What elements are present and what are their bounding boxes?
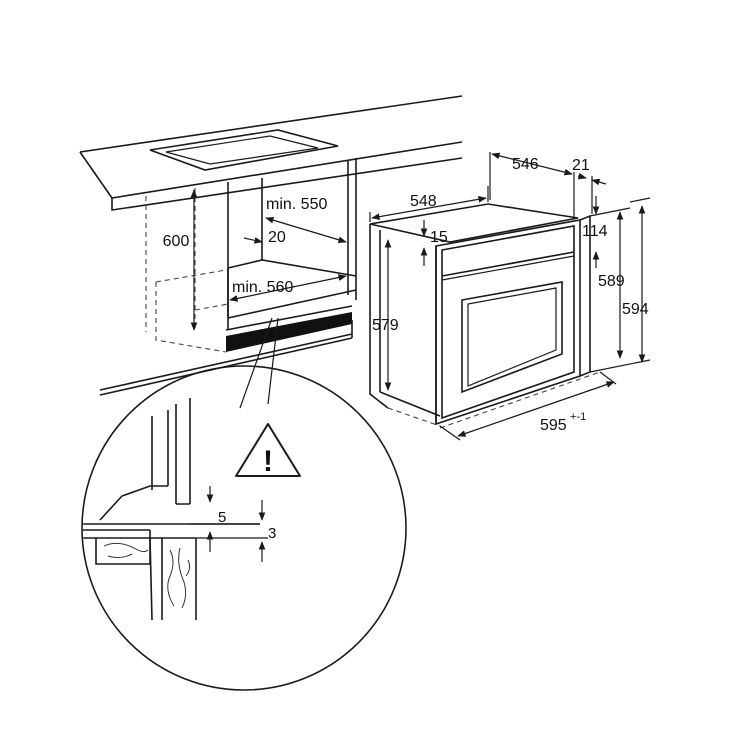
detail-callout-line	[239, 317, 273, 409]
dim-600: 600	[163, 189, 198, 331]
dim-15-label: 15	[430, 229, 448, 246]
dim-114-label: 114	[582, 223, 608, 240]
adjacent-cabinet-dashed	[145, 188, 229, 353]
dim-589-label: 589	[598, 273, 625, 290]
dim-21-label: 21	[572, 157, 590, 174]
dim-579-label: 579	[372, 317, 399, 334]
dim-min-550-label: min. 550	[266, 196, 327, 213]
warning-symbol: !	[263, 445, 273, 478]
dim-595-tolerance: +-1	[570, 411, 586, 423]
dim-595-label: 595	[540, 417, 567, 434]
dim-594-label: 594	[622, 301, 649, 318]
dim-594: 594	[589, 197, 651, 373]
detail-circle: 5 3	[81, 365, 407, 691]
worktop	[79, 95, 463, 211]
dim-600-label: 600	[163, 233, 190, 250]
dim-548-label: 548	[410, 193, 437, 210]
dim-21: 21	[572, 157, 607, 218]
hob-cutout	[149, 129, 339, 171]
dim-min-560: min. 560	[229, 274, 347, 302]
dim-20-label: 20	[268, 229, 286, 246]
dim-546-label: 546	[512, 156, 539, 173]
warning-triangle-icon: !	[235, 423, 301, 478]
dim-546: 546	[489, 152, 573, 200]
dim-20: 20	[243, 229, 286, 246]
dim-595: 595 +-1	[439, 371, 617, 441]
dim-579: 579	[372, 239, 399, 391]
dim-min-560-label: min. 560	[232, 279, 293, 296]
dim-min-550: min. 550	[265, 196, 347, 244]
plinth-strip	[226, 312, 352, 352]
dim-548: 548	[369, 186, 489, 222]
dim-15: 15	[420, 220, 448, 266]
oven-body	[369, 203, 591, 427]
dim-114: 114	[582, 196, 608, 268]
dim-5-label: 5	[218, 509, 226, 526]
dim-589: 589	[589, 207, 631, 359]
dim-3-label: 3	[268, 525, 276, 542]
cabinet-niche	[225, 158, 357, 352]
